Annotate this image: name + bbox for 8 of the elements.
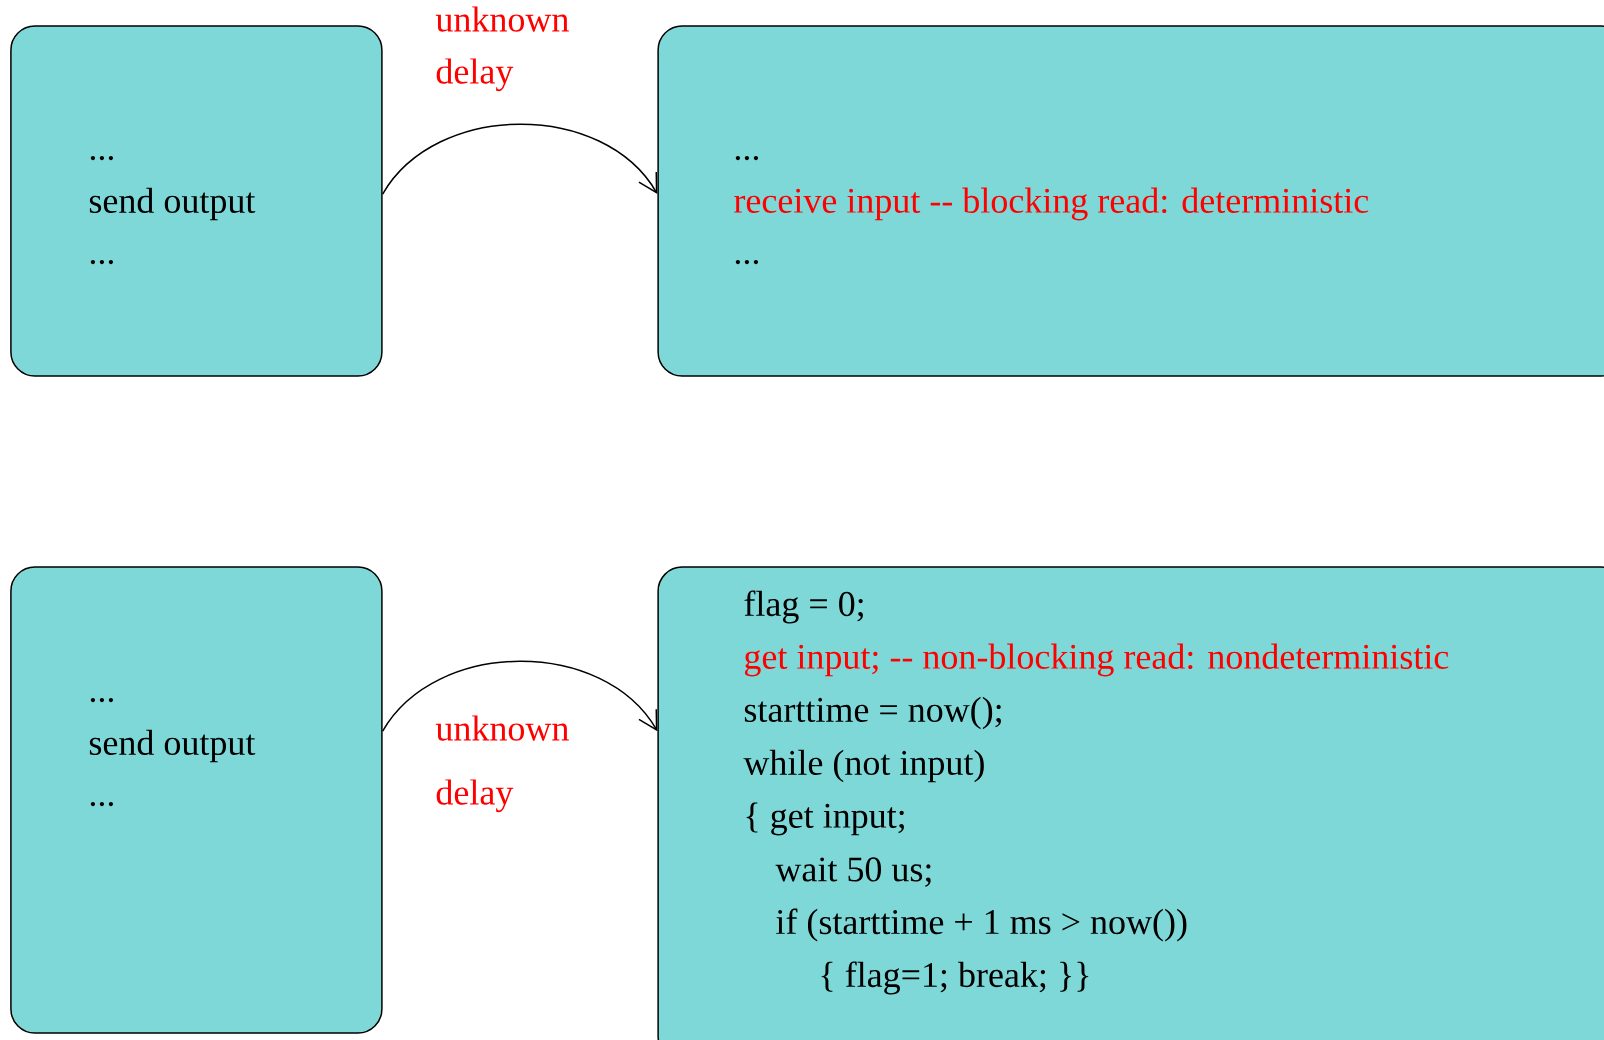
arrow [381, 660, 658, 732]
edge-label: unknown delay [435, 6, 569, 92]
code-box: ... send output ... [10, 566, 383, 1034]
code-box: ... receive input -- blocking read: deterministic ... [657, 25, 1604, 377]
code-box: flag = 0; get input; -- non-blocking read: nondeterministic starttime = now(); while (not input) { get input; wait 50 us; if (starttime + 1 ms > now()) { flag=1; break; }} [657, 566, 1604, 1040]
code-box: ... send output ... [10, 25, 383, 377]
edge-label: unknown delay [435, 715, 569, 813]
arrow [381, 123, 658, 195]
